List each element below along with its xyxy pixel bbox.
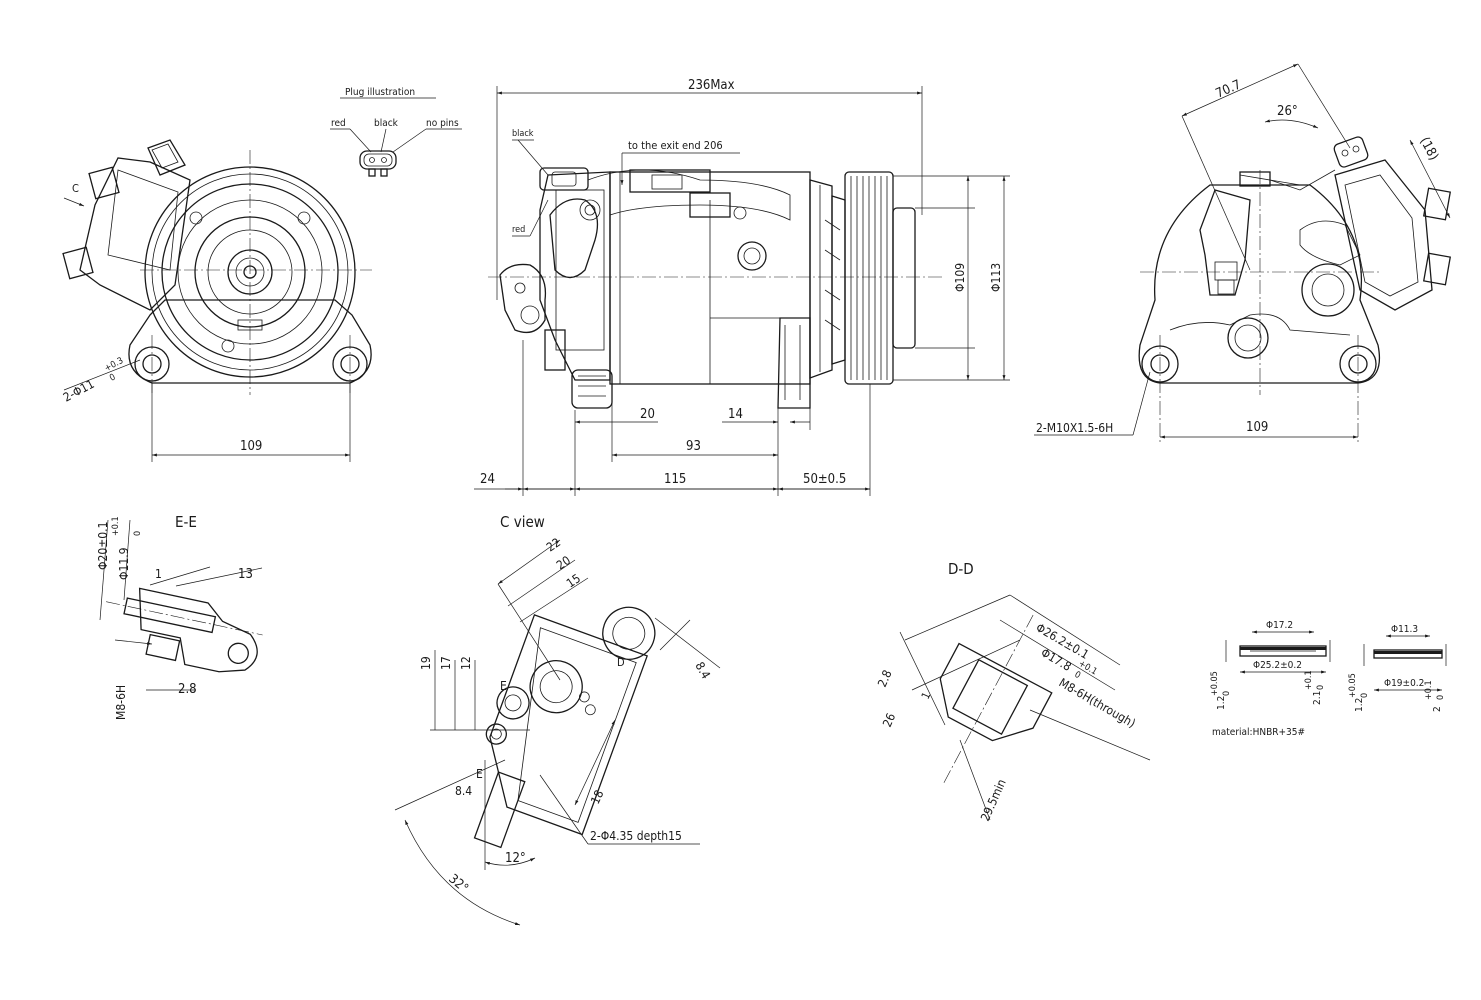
plug-illustration: Plug illustration red black no pins xyxy=(330,87,462,177)
side-dim-20: 20 xyxy=(640,407,655,422)
cview-dim-12: 12 xyxy=(459,656,473,670)
oring2-id: Φ11.3 xyxy=(1391,624,1418,635)
plug-no-pins-label: no pins xyxy=(426,118,459,129)
cview-angle-12: 12° xyxy=(505,851,526,866)
cview-mark-e1: E xyxy=(500,679,507,693)
oring2-thickness: 1.2 xyxy=(1354,698,1365,712)
oring1-thickness-tol-upper: +0.05 xyxy=(1210,671,1220,696)
oring1-height-tol-upper: +0.1 xyxy=(1304,670,1314,690)
section-ee-title: E-E xyxy=(175,513,197,531)
cview-dim-19: 19 xyxy=(419,656,433,670)
section-ee: E-E Φ20±0.1 Φ11.9 +0.1 0 1 13 M8-6H 2.8 xyxy=(96,513,263,720)
cview-angle-32: 32° xyxy=(445,872,471,897)
dd-dim-1: 1 xyxy=(919,690,933,701)
ee-dim-2-8: 2.8 xyxy=(178,682,197,697)
rear-view: 70.7 26° (18) 2-M10X1.5-6H 109 xyxy=(1034,63,1452,442)
oring1-thickness-tol-lower: 0 xyxy=(1222,691,1232,696)
cview-mark-d: D xyxy=(617,656,625,669)
side-dim-93: 93 xyxy=(686,439,701,454)
cview-dim-8-4-left: 8.4 xyxy=(455,784,472,798)
oring2-thickness-tol-upper: +0.05 xyxy=(1348,673,1358,698)
ee-dim-11-9: Φ11.9 xyxy=(117,547,131,580)
side-overall-dim: 236Max xyxy=(688,78,735,93)
oring2-height-tol-lower: 0 xyxy=(1436,695,1446,700)
rear-dim-70-7: 70.7 xyxy=(1214,77,1244,101)
oring2-height-tol-upper: +0.1 xyxy=(1424,680,1434,700)
oring1-od: Φ25.2±0.2 xyxy=(1253,660,1302,671)
o-ring-2: Φ11.3 Φ19±0.2 1.2 +0.05 0 2 +0.1 0 xyxy=(1348,624,1447,712)
plug-title: Plug illustration xyxy=(345,87,415,98)
side-exit-note: to the exit end 206 xyxy=(628,139,723,152)
ee-dim-1: 1 xyxy=(155,567,162,581)
cview-dim-17: 17 xyxy=(439,656,453,670)
c-view-title: C view xyxy=(500,513,545,531)
front-width-dim: 109 xyxy=(240,439,262,454)
dd-dim-17-8-tol-lower: 0 xyxy=(1073,670,1082,681)
oring2-thickness-tol-lower: 0 xyxy=(1360,693,1370,698)
rear-thread-callout: 2-M10X1.5-6H xyxy=(1036,421,1113,435)
ee-dim-11-9-tol-lower: 0 xyxy=(133,531,143,536)
o-ring-1: Φ17.2 Φ25.2±0.2 1.2 +0.05 0 2.1 +0.1 0 xyxy=(1210,620,1331,710)
cview-dim-22: 22 xyxy=(544,535,563,554)
side-dia-113: Φ113 xyxy=(989,263,1003,292)
ee-thread: M8-6H xyxy=(114,685,128,720)
dd-thread: M8-6H(through) xyxy=(1057,675,1138,730)
oring1-height-tol-lower: 0 xyxy=(1316,685,1326,690)
cview-holes-callout: 2-Φ4.35 depth15 xyxy=(590,829,682,843)
side-view: 236Max to the exit end 206 black red xyxy=(474,78,1010,496)
plug-connector-icon xyxy=(359,150,397,177)
plug-red-label: red xyxy=(331,118,346,129)
section-dd: D-D 2.8 26 1 Φ26.2±0.1 Φ17.8 +0.1 0 M8-6… xyxy=(875,560,1151,823)
cview-dim-20: 20 xyxy=(554,553,573,572)
rear-angle-26: 26° xyxy=(1277,104,1298,119)
dd-dim-26: 26 xyxy=(880,711,898,729)
front-view: C 2-Φ11 +0.3 0 109 xyxy=(61,139,372,462)
front-hole-callout: 2-Φ11 xyxy=(61,377,97,405)
side-wire-black: black xyxy=(512,129,534,139)
cview-mark-e2: E xyxy=(476,767,483,781)
cview-dim-15: 15 xyxy=(564,571,583,590)
ee-dim-13: 13 xyxy=(238,567,253,582)
oring2-height: 2 xyxy=(1432,706,1443,712)
ee-dim-11-9-tol-upper: +0.1 xyxy=(111,516,121,536)
oring2-od: Φ19±0.2 xyxy=(1384,678,1424,689)
side-dim-115: 115 xyxy=(664,472,686,487)
dd-dim-2-8: 2.8 xyxy=(875,668,895,689)
side-dim-24: 24 xyxy=(480,472,495,487)
section-dd-title: D-D xyxy=(948,560,974,578)
rear-width-dim: 109 xyxy=(1246,420,1268,435)
cview-dim-8-4-right: 8.4 xyxy=(692,660,713,682)
front-c-marker: C xyxy=(72,182,79,195)
oring1-thickness: 1.2 xyxy=(1216,696,1227,710)
side-wire-red: red xyxy=(512,225,525,235)
oring1-id: Φ17.2 xyxy=(1266,620,1293,631)
side-dim-14: 14 xyxy=(728,407,743,422)
oring1-height: 2.1 xyxy=(1312,691,1323,705)
front-hole-tol-lower: 0 xyxy=(108,373,117,384)
plug-black-label: black xyxy=(374,118,399,129)
material-note: material:HNBR+35# xyxy=(1212,727,1305,738)
ee-dim-20: Φ20±0.1 xyxy=(96,522,110,570)
side-dim-50: 50±0.5 xyxy=(803,472,846,487)
rear-dim-18: (18) xyxy=(1416,135,1441,163)
cview-dim-18: 18 xyxy=(588,788,607,806)
front-hole-tol-upper: +0.3 xyxy=(103,356,125,374)
c-view: C view 22 20 15 8.4 19 17 xyxy=(394,513,721,926)
side-dia-109: Φ109 xyxy=(953,263,967,292)
